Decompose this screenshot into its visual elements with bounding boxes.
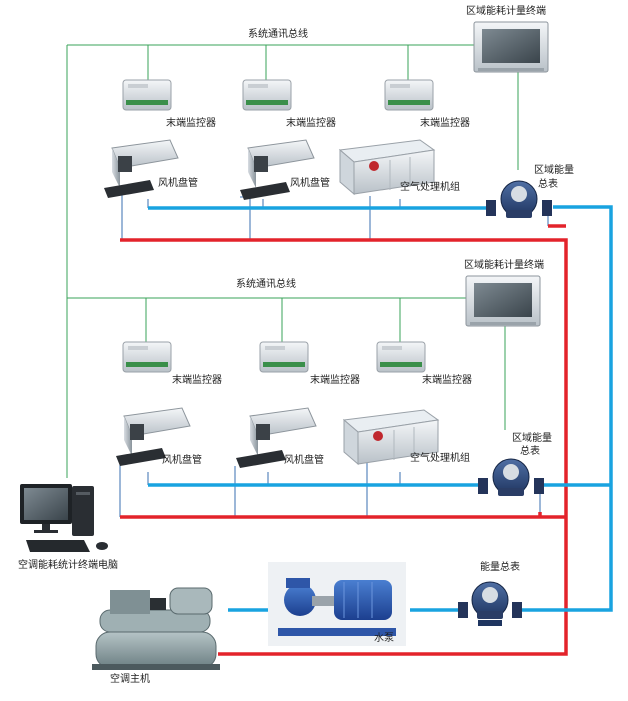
water-pump-icon	[268, 562, 406, 646]
bus-label-top: 系统通讯总线	[248, 29, 308, 40]
bus-lines	[66, 44, 519, 478]
computer-icon	[20, 484, 108, 552]
fan-coil-3-label: 风机盘管	[162, 455, 202, 466]
controller-2-label: 末端监控器	[286, 118, 336, 129]
fan-coil-3-icon	[116, 407, 191, 466]
zone-energy-meter-mid-icon	[478, 458, 544, 496]
zone-meter-mid-label-1: 区域能量	[512, 433, 552, 444]
terminal-label-mid: 区域能耗计量终端	[464, 260, 544, 271]
controller-3-label: 末端监控器	[420, 118, 470, 129]
controller-4-label: 末端监控器	[172, 375, 222, 386]
bus-label-mid: 系统通讯总线	[236, 279, 296, 290]
controller-6-icon	[376, 341, 426, 373]
air-handling-unit-mid-icon	[342, 409, 440, 466]
air-handling-unit-top-icon	[338, 139, 436, 196]
zone-energy-terminal-mid	[465, 275, 541, 327]
fan-coil-2-label: 风机盘管	[290, 178, 330, 189]
fan-coil-1-icon	[104, 139, 179, 198]
ahu-top-label: 空气处理机组	[400, 182, 460, 193]
fan-coil-1-label: 风机盘管	[158, 178, 198, 189]
controller-2-icon	[242, 79, 292, 111]
fan-coil-2-icon	[240, 139, 315, 200]
pump-label: 水泵	[374, 633, 394, 644]
controller-4-icon	[122, 341, 172, 373]
chiller-label: 空调主机	[110, 674, 150, 685]
terminal-controllers	[122, 79, 434, 373]
zone-meter-top-label-1: 区域能量	[534, 165, 574, 176]
controller-5-label: 末端监控器	[310, 375, 360, 386]
controller-3-icon	[384, 79, 434, 111]
fan-coil-4-label: 风机盘管	[284, 455, 324, 466]
controller-5-icon	[259, 341, 309, 373]
chiller-icon	[92, 587, 220, 670]
terminal-label-top: 区域能耗计量终端	[466, 6, 546, 17]
computer-label: 空调能耗统计终端电脑	[18, 560, 118, 571]
zone-energy-meter-top-icon	[486, 180, 552, 218]
fan-coil-4-icon	[236, 407, 317, 468]
controller-1-icon	[122, 79, 172, 111]
fan-coil-units	[104, 139, 317, 468]
controller-6-label: 末端监控器	[422, 375, 472, 386]
main-meter-label: 能量总表	[480, 562, 520, 573]
controller-1-label: 末端监控器	[166, 118, 216, 129]
main-energy-meter-icon	[458, 581, 522, 626]
zone-meter-top-label-2: 总表	[538, 179, 558, 190]
ahu-mid-label: 空气处理机组	[410, 453, 470, 464]
zone-energy-terminal-top	[473, 21, 549, 73]
zone-meter-mid-label-2: 总表	[520, 446, 540, 457]
